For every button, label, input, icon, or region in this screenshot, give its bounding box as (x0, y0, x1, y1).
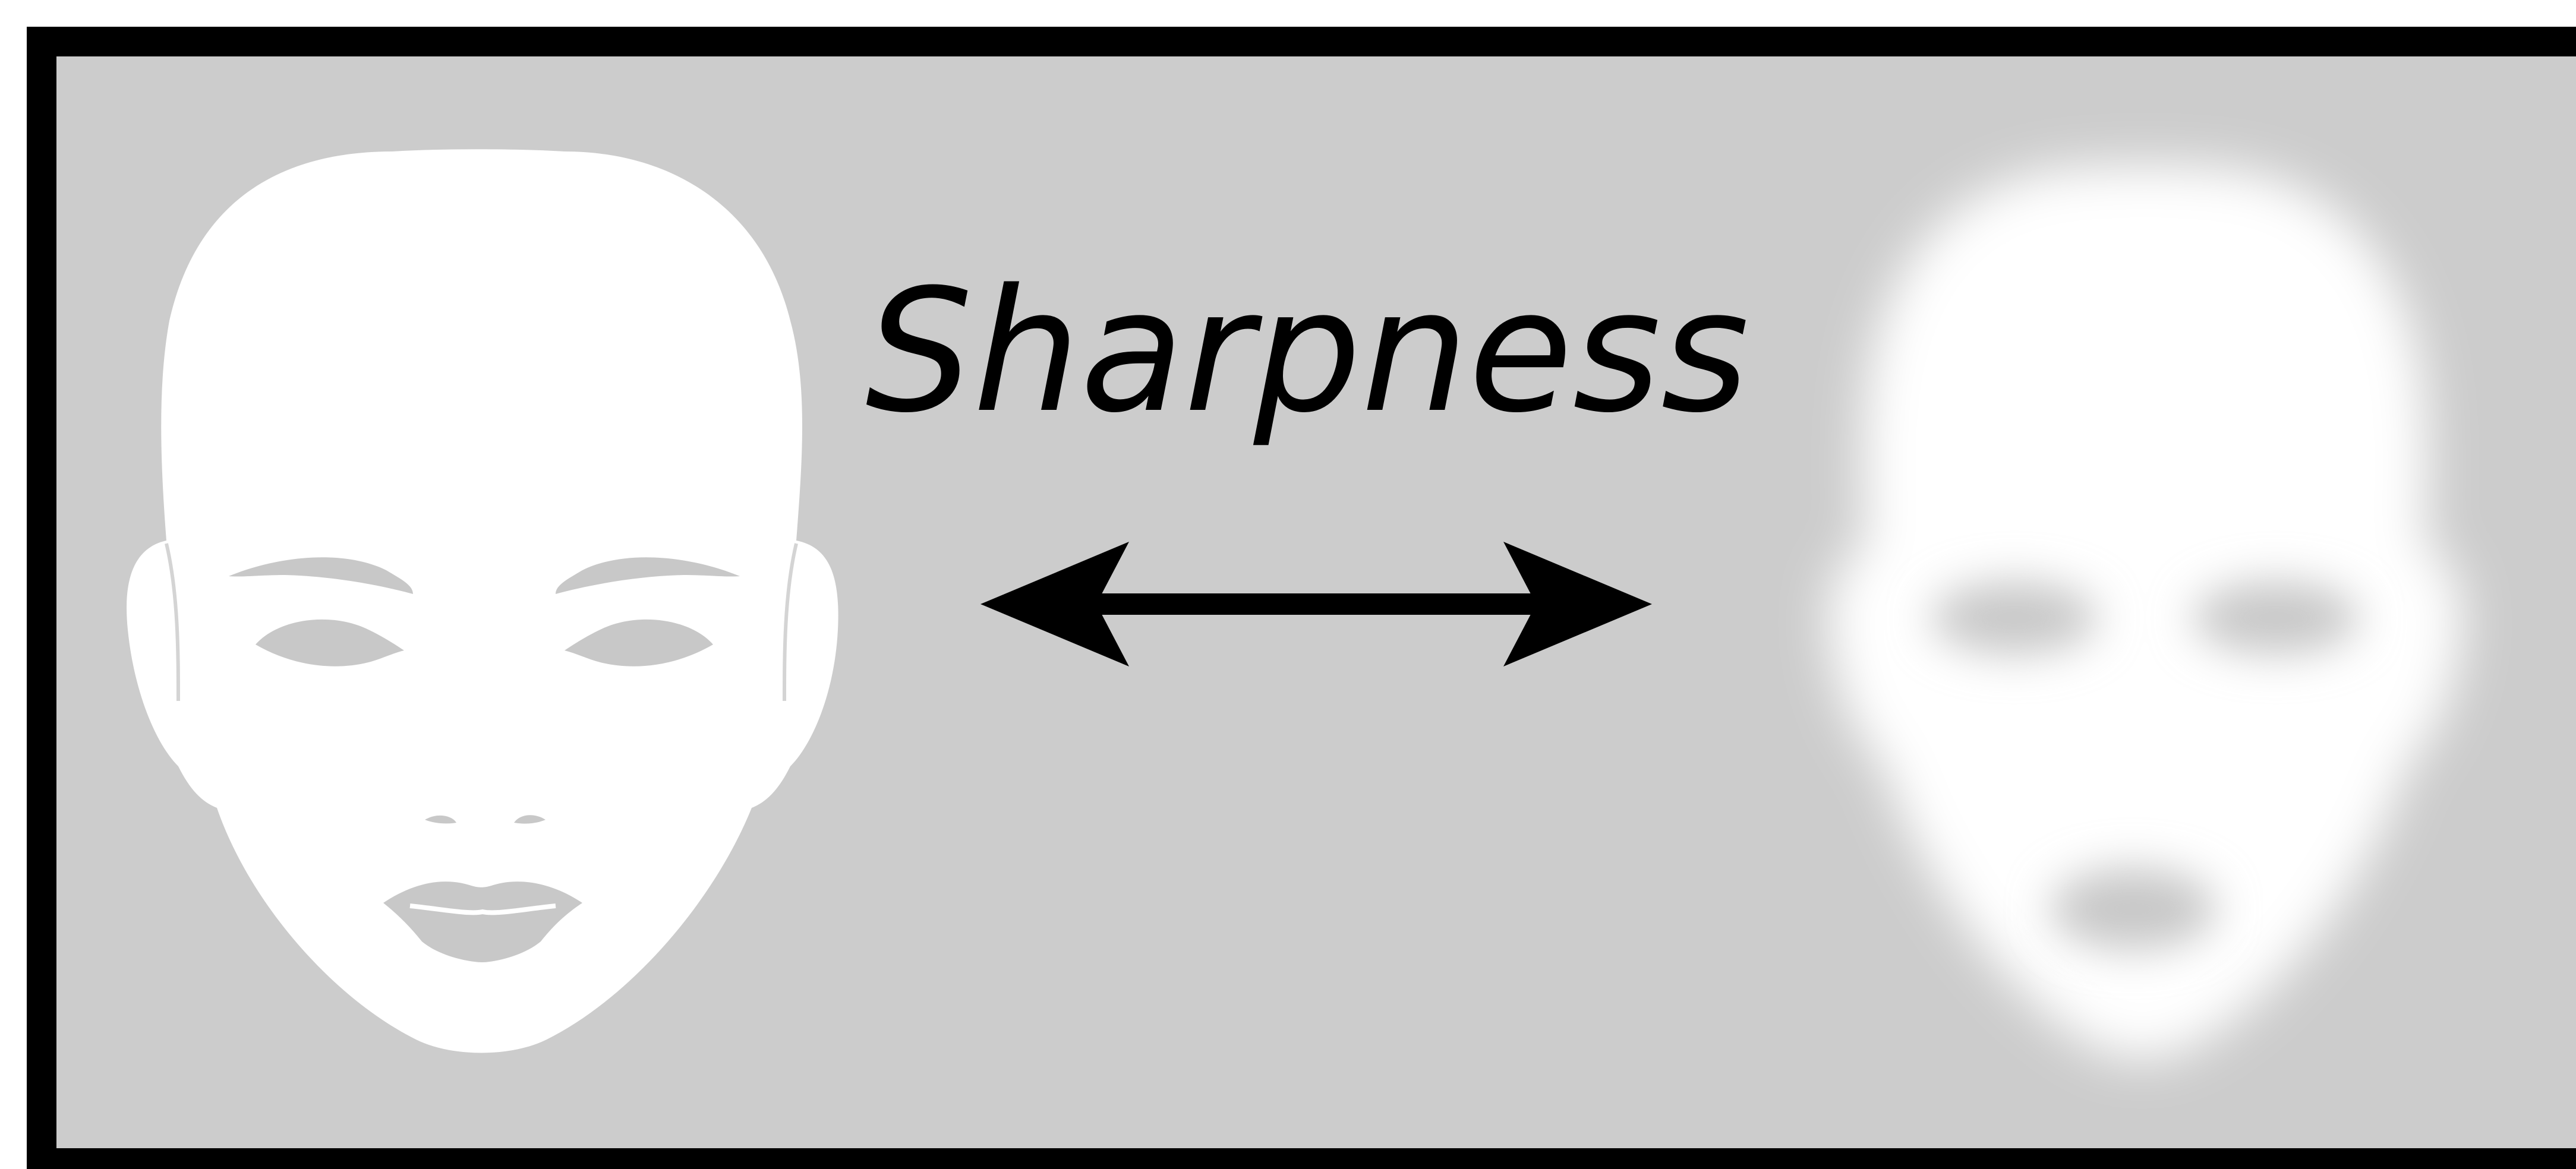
blurred-face-left-eye (1931, 581, 2098, 655)
title-label: Sharpness (865, 253, 1749, 450)
arrow-shaft (1064, 593, 1545, 615)
blurred-face-right-eye (2193, 581, 2359, 655)
blurred-face-mouth (2050, 867, 2216, 950)
